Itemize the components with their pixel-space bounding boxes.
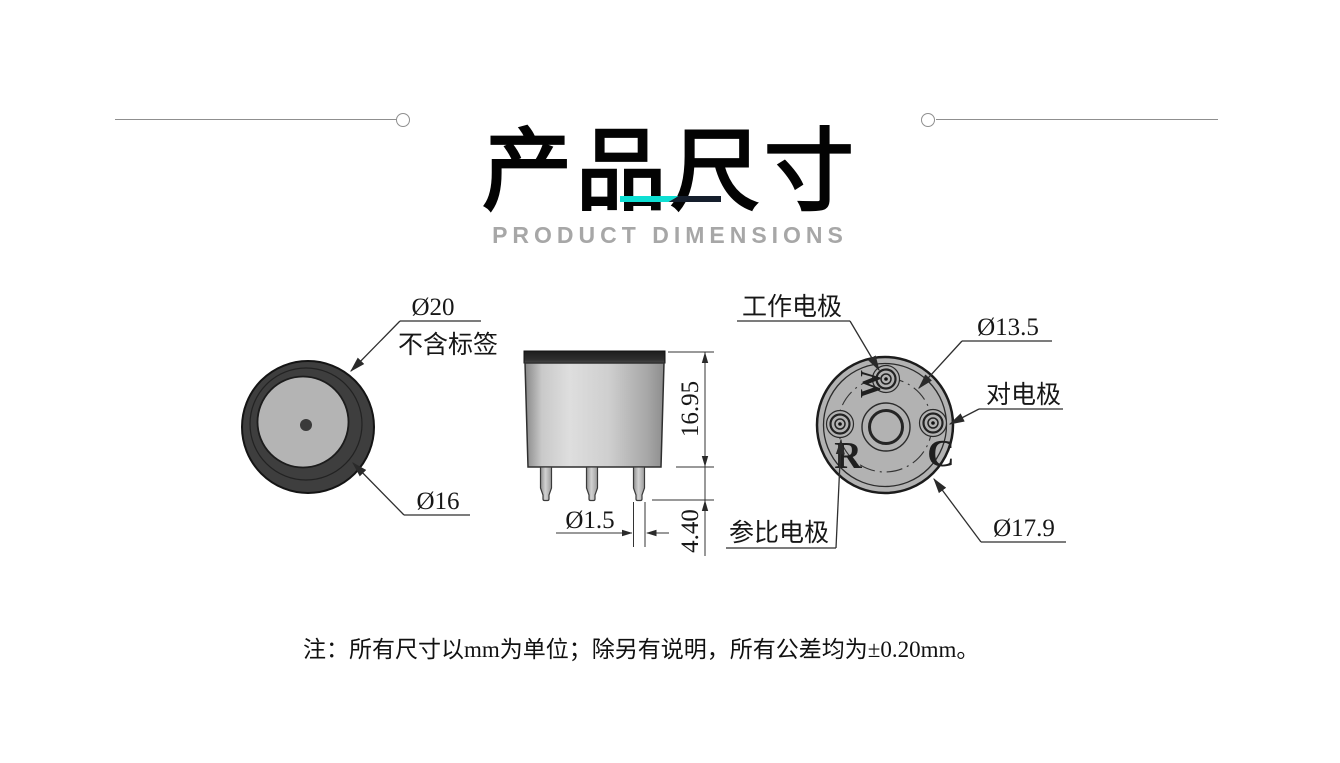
pin-r-ring-mid <box>829 413 851 435</box>
pin-w-ring-inner <box>880 373 892 385</box>
dim-arrow-pin-tip <box>701 500 709 511</box>
tolerance-note: 注：所有尺寸以mm为单位；除另有说明，所有公差均为±0.20mm。 <box>303 637 980 662</box>
dim-arrow-body-bottom <box>701 456 709 467</box>
working-electrode-label: 工作电极 <box>742 293 842 321</box>
reference-electrode-label: 参比电极 <box>729 519 829 547</box>
dim-pin-dia: Ø1.5 <box>565 507 614 534</box>
top-view-mid-ring <box>249 367 363 481</box>
reference-electrode-leader <box>835 438 845 549</box>
top-view: Ø20 不含标签 Ø16 <box>241 294 498 516</box>
pin-mark-r: R <box>834 435 862 477</box>
dim-body-height: 16.95 <box>677 381 704 437</box>
page-subtitle: PRODUCT DIMENSIONS <box>492 222 848 248</box>
pin-w-center <box>884 377 888 381</box>
title-underline <box>620 196 721 202</box>
top-view-center-hole <box>300 419 312 431</box>
side-view-top-cap <box>523 350 666 364</box>
dia20-note: 不含标签 <box>398 331 498 359</box>
side-view-pin-1 <box>539 466 553 502</box>
bottom-view-pin-working <box>871 364 901 394</box>
pin-mark-w: W <box>856 370 887 398</box>
pin-mark-c: C <box>927 433 954 475</box>
title-underline-dark <box>668 196 721 202</box>
dia17-9-leader <box>933 477 982 543</box>
dia16-leader <box>352 462 405 516</box>
header-rule-right-circle <box>921 113 935 127</box>
pin-w-ring-mid <box>875 368 897 390</box>
dim-arrow-pin-dia-left <box>622 529 633 537</box>
dim-arrow-top <box>701 352 709 363</box>
side-view-pin-2 <box>585 466 599 502</box>
dim-arrow-pin-dia-right <box>646 529 657 537</box>
dia13-5-label: Ø13.5 <box>977 314 1039 341</box>
pin-c-ring-inner <box>927 417 939 429</box>
pin-c-center <box>931 421 935 425</box>
dia20-leader <box>350 320 401 372</box>
bottom-view-pin-reference <box>825 409 855 439</box>
side-view: 16.95 4.40 Ø1.5 <box>523 350 714 556</box>
dim-pin-length: 4.40 <box>677 509 704 553</box>
pin-r-center <box>838 422 842 426</box>
pin-r-ring-inner <box>834 418 846 430</box>
counter-electrode-leader <box>948 408 980 425</box>
bottom-view-center-hole <box>868 409 904 445</box>
bottom-view-outer-body <box>815 355 955 495</box>
dia13-5-leader <box>918 340 963 389</box>
dia16-label: Ø16 <box>416 488 459 515</box>
dia20-label: Ø20 <box>411 294 454 321</box>
header-rule-right <box>936 119 1218 120</box>
side-view-body <box>524 362 665 468</box>
bottom-view: W R C 工作电极 Ø13.5 对电极 参比电极 Ø17.9 <box>726 293 1066 549</box>
header-rule-left <box>115 119 397 120</box>
bottom-view-pin-counter <box>918 408 948 438</box>
side-view-pin-3 <box>632 466 646 502</box>
pin-c-ring-mid <box>922 412 944 434</box>
title-underline-teal <box>620 196 679 202</box>
header-rule-left-circle <box>396 113 410 127</box>
dia17-9-label: Ø17.9 <box>993 515 1055 542</box>
counter-electrode-label: 对电极 <box>986 381 1061 409</box>
page-title: 产品尺寸 <box>482 122 858 223</box>
working-electrode-leader <box>849 320 880 372</box>
bottom-view-center-ring <box>861 402 911 452</box>
